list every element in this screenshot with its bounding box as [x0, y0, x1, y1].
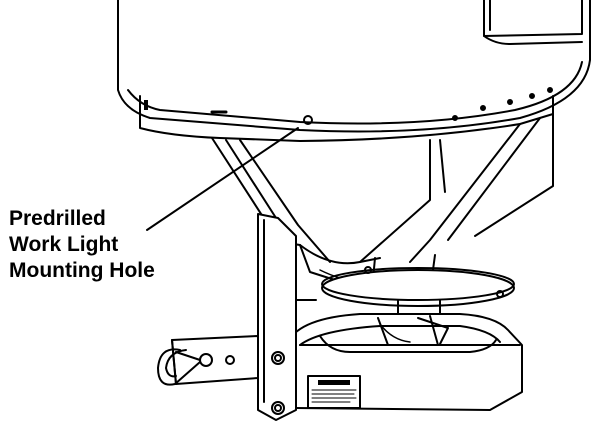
callout-leader [146, 127, 299, 231]
callout-line-1: Predrilled [9, 207, 106, 230]
mounting-bracket [257, 213, 317, 421]
spinner-disc [321, 266, 515, 317]
hitch-tube [157, 335, 259, 386]
hopper-body [117, 0, 591, 142]
warning-decal [307, 375, 361, 409]
callout-line-2: Work Light [9, 233, 119, 256]
work-light-hole-callout: Predrilled Work Light Mounting Hole [9, 206, 209, 284]
predrilled-holes [303, 87, 553, 125]
work-light-mounting-hole [303, 115, 313, 125]
callout-line-3: Mounting Hole [9, 259, 155, 282]
